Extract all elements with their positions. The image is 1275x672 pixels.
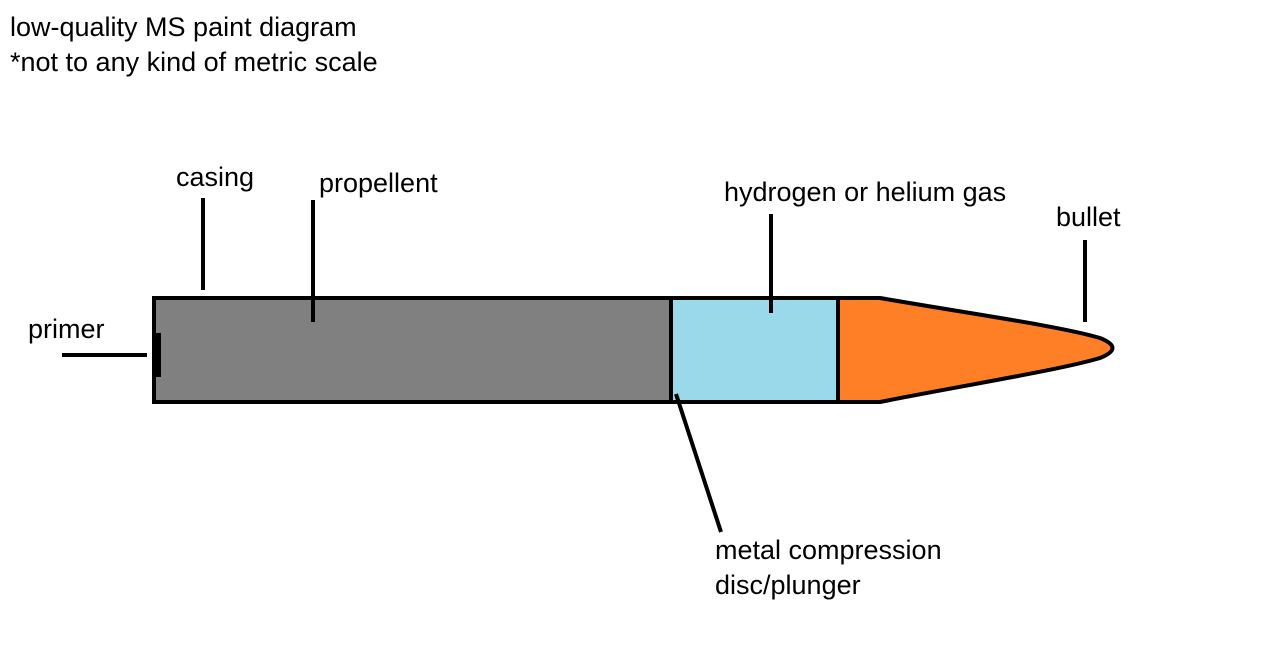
disc-leader	[674, 393, 723, 533]
header-title: low-quality MS paint diagram	[10, 12, 357, 42]
gas-chamber-section	[669, 296, 840, 404]
label-disc-line1: metal compression	[715, 535, 942, 565]
bullet-shape	[836, 296, 1115, 404]
label-gas: hydrogen or helium gas	[724, 177, 1006, 207]
label-propellent: propellent	[319, 168, 438, 198]
label-disc-line2: disc/plunger	[715, 570, 861, 600]
label-bullet: bullet	[1056, 202, 1121, 232]
casing-section	[152, 296, 673, 404]
label-casing: casing	[176, 162, 254, 192]
header-note: *not to any kind of metric scale	[10, 47, 378, 77]
label-primer: primer	[28, 314, 105, 344]
primer-shape	[154, 333, 161, 377]
